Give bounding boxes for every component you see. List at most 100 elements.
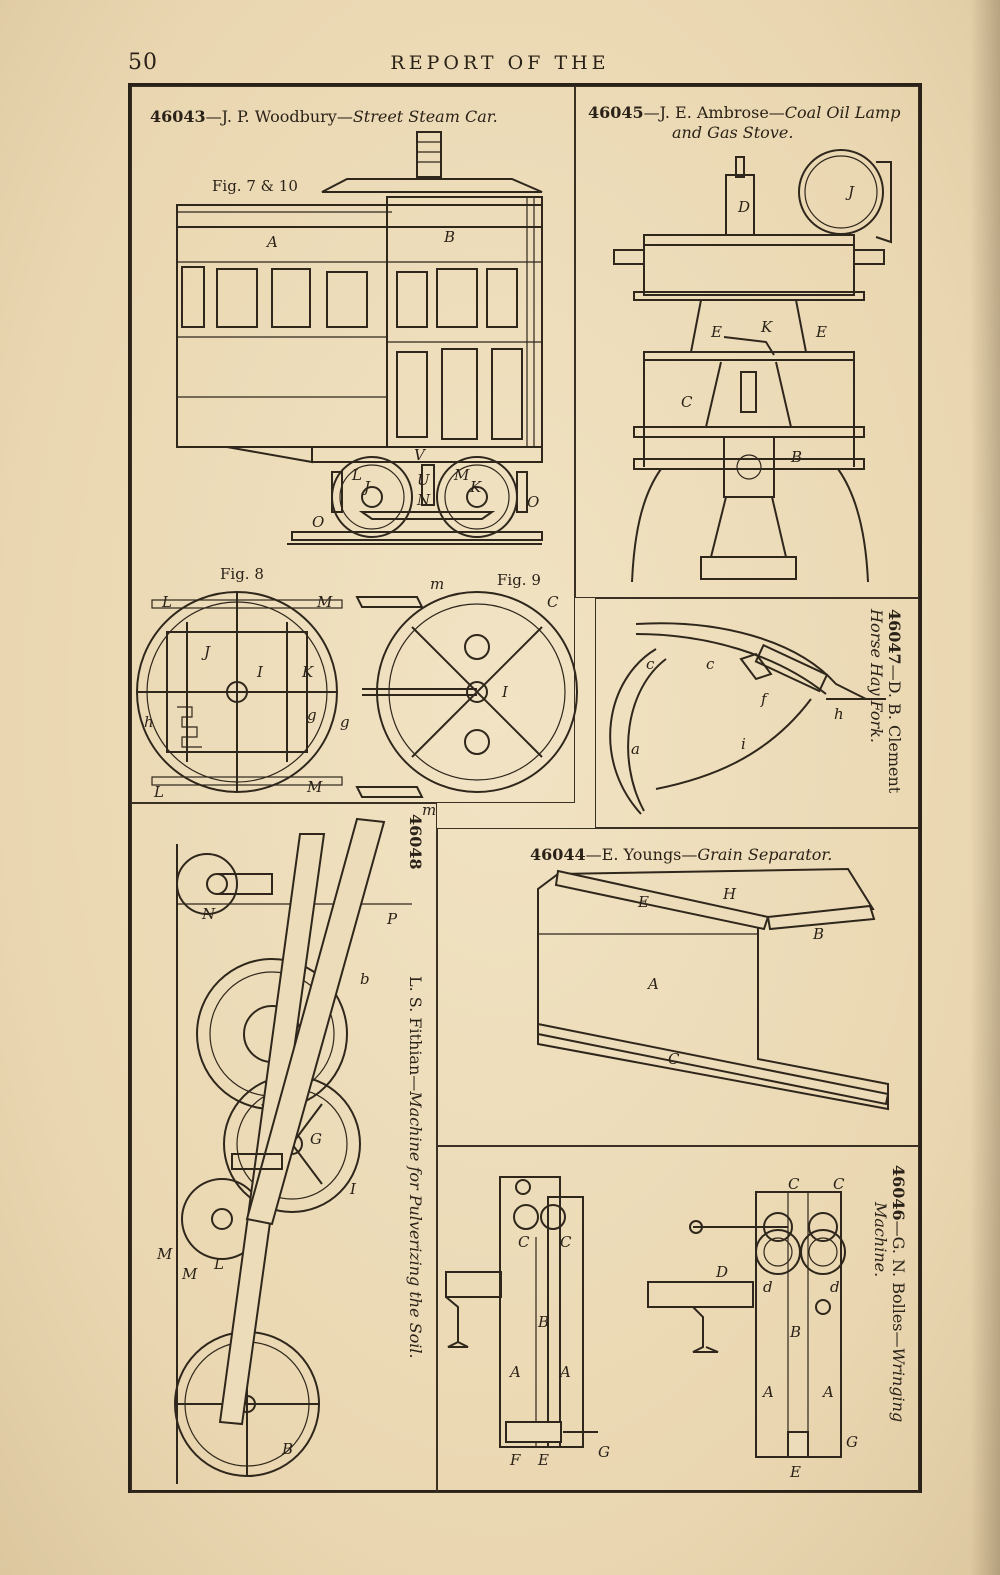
page-number: 50: [128, 50, 158, 75]
svg-text:B: B: [789, 1323, 801, 1341]
svg-text:J: J: [845, 183, 855, 201]
svg-text:A: A: [265, 233, 278, 251]
svg-text:A: A: [646, 975, 659, 993]
svg-text:D: D: [737, 198, 750, 216]
svg-text:L: L: [161, 593, 172, 611]
svg-text:c: c: [646, 655, 655, 673]
svg-text:O: O: [312, 513, 324, 531]
svg-text:G: G: [310, 1130, 322, 1148]
panel-46048: 46048 L. S. Fithian—Machine for Pulveriz…: [131, 803, 437, 1493]
fig-label-7-10: Fig. 7 & 10: [212, 177, 298, 195]
svg-text:M: M: [316, 593, 333, 611]
patent-number: 46045: [588, 103, 644, 122]
svg-text:K: K: [301, 663, 314, 681]
svg-text:B: B: [790, 448, 802, 466]
svg-text:A: A: [558, 1363, 571, 1381]
hay-fork-illustration: c c f h a i: [609, 622, 886, 815]
steam-car-illustration: A B L M VUN J K O O L M J I K g g h L M: [136, 131, 578, 819]
svg-text:L: L: [213, 1255, 224, 1273]
svg-text:U: U: [417, 471, 431, 489]
svg-text:A: A: [821, 1383, 834, 1401]
lamp-stove-illustration: D J E K E C B: [613, 149, 892, 583]
caption-46045-line2: and Gas Stove.: [672, 123, 793, 142]
svg-text:C: C: [560, 1233, 572, 1251]
svg-text:E: E: [710, 323, 722, 341]
panel-46045: 46045—J. E. Ambrose—Coal Oil Lamp and Ga…: [575, 86, 919, 598]
svg-text:B: B: [443, 228, 455, 246]
svg-text:L: L: [351, 466, 362, 484]
caption-46045: 46045—J. E. Ambrose—Coal Oil Lamp: [588, 103, 901, 122]
svg-text:E: E: [637, 893, 649, 911]
panel-46044: 46044—E. Youngs—Grain Separator. E H B A C: [437, 828, 919, 1146]
svg-text:K: K: [760, 318, 773, 336]
svg-text:J: J: [201, 643, 211, 661]
svg-text:i: i: [741, 735, 746, 753]
svg-text:m: m: [422, 801, 436, 819]
svg-text:d: d: [830, 1278, 840, 1296]
inventor: J. P. Woodbury: [221, 107, 337, 126]
svg-text:N: N: [416, 491, 431, 509]
svg-text:L: L: [153, 783, 164, 801]
svg-text:h: h: [144, 713, 154, 731]
svg-text:C: C: [547, 593, 559, 611]
caption-46043: 46043—J. P. Woodbury—Street Steam Car.: [150, 107, 498, 126]
svg-text:a: a: [631, 740, 640, 758]
svg-text:d: d: [763, 1278, 773, 1296]
svg-text:E: E: [537, 1451, 549, 1469]
invention-title: Grain Separator.: [697, 845, 833, 864]
svg-text:D: D: [715, 1263, 728, 1281]
patent-number: 46043: [150, 107, 206, 126]
svg-text:M: M: [306, 778, 323, 796]
svg-text:A: A: [508, 1363, 521, 1381]
svg-text:c: c: [706, 655, 715, 673]
svg-text:M: M: [156, 1245, 173, 1263]
svg-text:I: I: [349, 1180, 357, 1198]
panel-46043: 46043—J. P. Woodbury—Street Steam Car. F…: [131, 86, 578, 819]
svg-text:m: m: [430, 575, 444, 593]
grain-separator-illustration: E H B A C: [537, 867, 890, 1111]
svg-text:H: H: [722, 885, 737, 903]
svg-text:C: C: [788, 1175, 800, 1193]
svg-text:G: G: [846, 1433, 858, 1451]
svg-text:C: C: [681, 393, 693, 411]
fig-label-8: Fig. 8: [220, 565, 264, 583]
svg-text:N: N: [201, 905, 216, 923]
invention-title-line2: and Gas Stove.: [672, 123, 794, 142]
fig-label-9: Fig. 9: [497, 571, 541, 589]
svg-text:B: B: [537, 1313, 549, 1331]
svg-text:M: M: [453, 466, 470, 484]
invention-title-line1: Coal Oil Lamp: [784, 103, 901, 122]
svg-text:G: G: [598, 1443, 610, 1461]
running-head: REPORT OF THE: [390, 52, 610, 74]
caption-46044: 46044—E. Youngs—Grain Separator.: [530, 845, 833, 864]
page-edge-shadow: [970, 0, 1000, 1575]
svg-text:B: B: [812, 925, 824, 943]
svg-text:g: g: [340, 713, 350, 731]
svg-text:O: O: [527, 493, 539, 511]
svg-text:K: K: [469, 478, 482, 496]
svg-text:g: g: [307, 706, 317, 724]
svg-text:E: E: [815, 323, 827, 341]
svg-text:F: F: [509, 1451, 521, 1469]
svg-text:P: P: [386, 910, 398, 928]
svg-text:I: I: [501, 683, 509, 701]
svg-text:C: C: [668, 1050, 680, 1068]
inventor: J. E. Ambrose: [659, 103, 769, 122]
svg-text:b: b: [360, 970, 370, 988]
svg-text:A: A: [761, 1383, 774, 1401]
svg-text:J: J: [361, 478, 371, 496]
patent-number: 46044: [530, 845, 586, 864]
svg-text:I: I: [256, 663, 264, 681]
svg-text:V: V: [414, 446, 427, 464]
svg-text:h: h: [834, 705, 844, 723]
svg-text:f: f: [760, 690, 769, 708]
invention-title: Street Steam Car.: [352, 107, 498, 126]
svg-text:C: C: [518, 1233, 530, 1251]
svg-text:C: C: [833, 1175, 845, 1193]
engraved-plate: 46043—J. P. Woodbury—Street Steam Car. F…: [128, 83, 922, 1493]
inventor: E. Youngs: [601, 845, 682, 864]
